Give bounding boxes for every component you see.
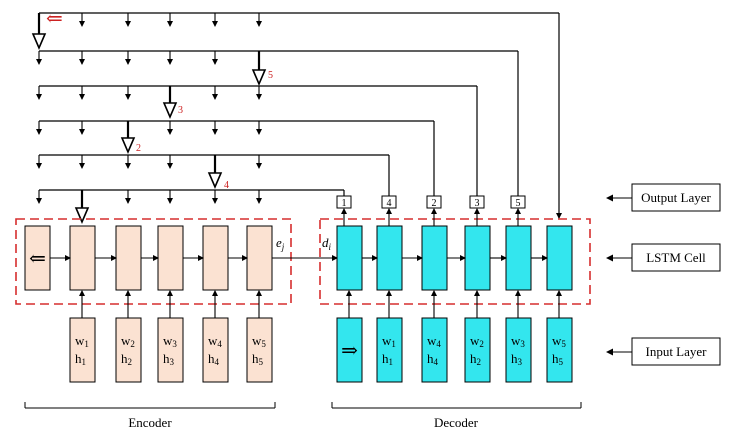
output-layer-label: Output Layer — [641, 190, 711, 205]
encoder-input-4 — [202, 317, 229, 383]
encoder-lstm-cell-3 — [157, 225, 184, 291]
pointer-marker-1 — [251, 69, 267, 87]
output-value-2: 4 — [387, 198, 392, 209]
pointer-label-2: 3 — [178, 105, 183, 116]
pointer-label-4: 4 — [224, 180, 229, 191]
pointer-row-5 — [36, 189, 345, 225]
output-value-3: 2 — [432, 198, 437, 209]
decoder-lstm-cell-4 — [464, 225, 491, 291]
encoder-lstm-cell-5 — [246, 225, 273, 291]
decoder-start-symbol: ⇒ — [341, 340, 358, 362]
decoder-label: Decoder — [434, 415, 479, 430]
encoder-input-1-h: h1 — [75, 351, 86, 367]
encoder-input-2-h: h2 — [121, 351, 132, 367]
decoder-input-5-w: w5 — [552, 333, 566, 349]
encoder-lstm-cell-4 — [202, 225, 229, 291]
pointer-start-symbol: ⇐ — [46, 8, 63, 30]
encoder-input-1-w: w1 — [75, 333, 89, 349]
decoder-input-4-h: h3 — [511, 351, 523, 367]
decoder-bracket — [331, 402, 582, 409]
decoder-input-3-w: w2 — [470, 333, 484, 349]
decoder-input-2-w: w4 — [427, 333, 441, 349]
pointer-marker-2 — [162, 102, 178, 120]
pointer-row-4: 4 — [36, 154, 390, 196]
side-label-lstm: LSTM Cell — [606, 243, 721, 272]
encoder-lstm-cell-1 — [69, 225, 96, 291]
pointer-row-3: 2 — [36, 120, 435, 196]
output-value-4: 3 — [475, 198, 480, 209]
decoder-lstm-cell-1 — [336, 225, 363, 291]
encoder-input-1 — [69, 317, 96, 383]
decoder-input-5 — [546, 317, 573, 383]
decoder-input-1 — [376, 317, 403, 383]
encoder-lstm-cell-2 — [115, 225, 142, 291]
pointer-marker-5 — [74, 207, 90, 225]
pointer-row-1: 5 — [36, 50, 519, 196]
decoder-input-2 — [421, 317, 448, 383]
pointer-label-3: 2 — [136, 143, 141, 154]
encoder-state-label: ej — [276, 235, 285, 252]
encoder-input-3 — [157, 317, 184, 383]
encoder-input-3-w: w3 — [163, 333, 177, 349]
decoder-lstm-cells — [336, 208, 573, 291]
pointer-row-0: ⇐ — [31, 8, 562, 219]
encoder-input-3-h: h3 — [163, 351, 175, 367]
pointer-row-2: 3 — [36, 85, 478, 196]
output-layer: 1 4 2 3 5 — [336, 195, 526, 209]
encoder-input-5-w: w5 — [252, 333, 266, 349]
encoder-input-4-h: h4 — [208, 351, 220, 367]
encoder-label: Encoder — [128, 415, 172, 430]
decoder-input-4 — [505, 317, 532, 383]
decoder-input-3-h: h2 — [470, 351, 481, 367]
decoder-input-5-h: h5 — [552, 351, 564, 367]
decoder-input-1-w: w1 — [382, 333, 396, 349]
decoder-input-layer: ⇒ w1 h1 w4 h4 w2 h2 w3 h3 w5 h5 — [336, 290, 573, 383]
output-value-5: 5 — [516, 198, 521, 209]
pointer-rows: ⇐ 5 — [31, 8, 562, 225]
encoder-input-5-h: h5 — [252, 351, 264, 367]
decoder-start-input — [336, 317, 363, 383]
pointer-marker-3 — [120, 137, 136, 155]
decoder-state-label: di — [322, 235, 332, 252]
pointer-marker-4 — [207, 172, 223, 190]
decoder-lstm-region — [319, 218, 591, 305]
encoder-input-4-w: w4 — [208, 333, 222, 349]
encoder-start-symbol: ⇐ — [29, 248, 46, 270]
encoder-start-cell — [24, 225, 51, 291]
encoder-input-2-w: w2 — [121, 333, 135, 349]
encoder-bracket — [24, 402, 276, 409]
decoder-lstm-cell-2 — [376, 225, 403, 291]
decoder-lstm-cell-5 — [505, 225, 532, 291]
pointer-marker-0 — [31, 33, 47, 51]
encoder-lstm-cells: ⇐ — [24, 225, 273, 291]
decoder-lstm-cell-6 — [546, 225, 573, 291]
encoder-input-2 — [115, 317, 142, 383]
decoder-input-2-h: h4 — [427, 351, 439, 367]
input-layer-label: Input Layer — [645, 344, 707, 359]
pointer-label-1: 5 — [268, 70, 273, 81]
decoder-lstm-cell-3 — [421, 225, 448, 291]
encoder-input-layer: w1 h1 w2 h2 w3 h3 w4 h4 w5 h5 — [69, 290, 273, 383]
output-value-1: 1 — [342, 198, 347, 209]
decoder-input-3 — [464, 317, 491, 383]
decoder-input-1-h: h1 — [382, 351, 393, 367]
decoder-input-4-w: w3 — [511, 333, 525, 349]
side-label-output: Output Layer — [606, 183, 721, 212]
encoder-input-5 — [246, 317, 273, 383]
lstm-cell-label: LSTM Cell — [646, 250, 706, 265]
encoder-lstm-region — [15, 218, 292, 305]
side-label-input: Input Layer — [606, 337, 721, 366]
